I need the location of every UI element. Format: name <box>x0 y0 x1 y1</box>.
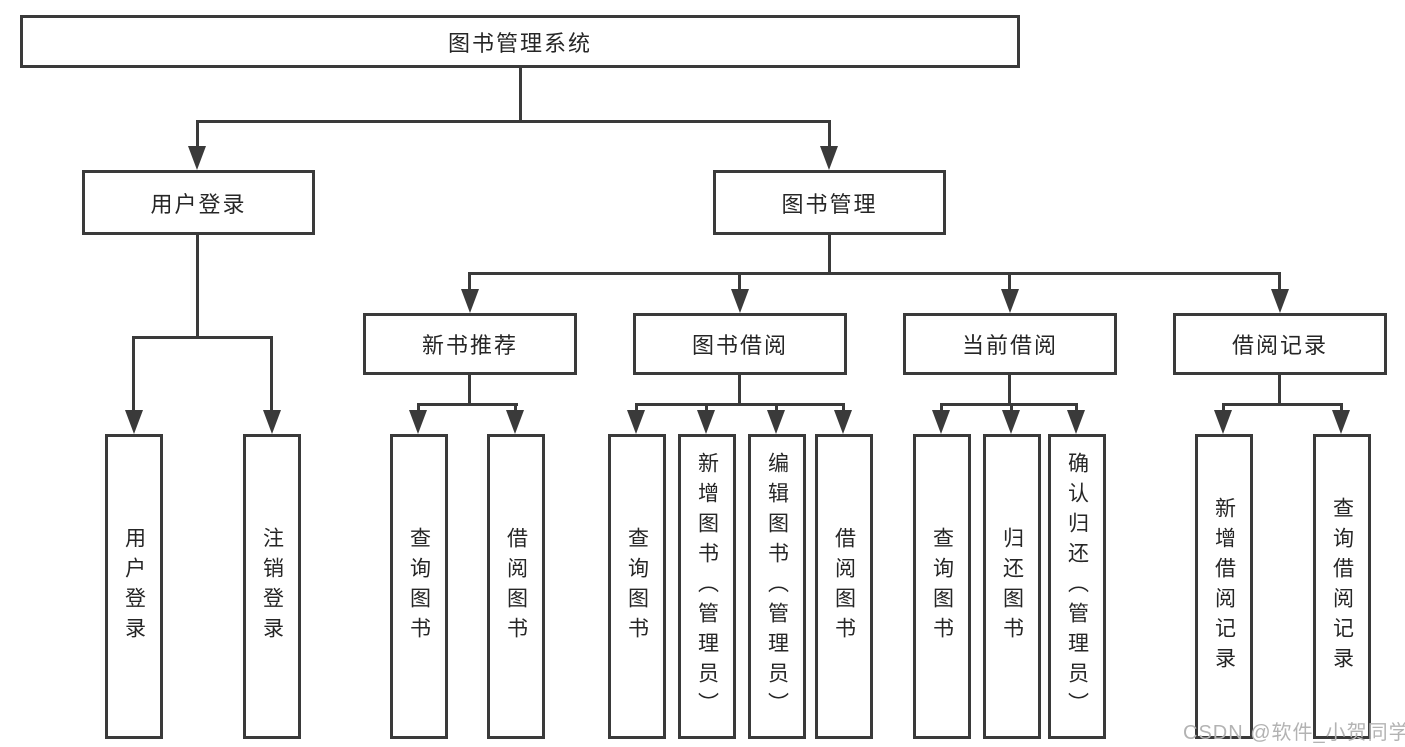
leaf-label: 查询图书 <box>407 526 431 647</box>
connector-drop-leaf-logout <box>270 336 273 412</box>
arrow-down-icon <box>125 410 143 434</box>
connector-drop-current-borrow <box>1008 272 1011 292</box>
leaf-borrow-books-recommend: 借阅图书 <box>487 434 545 739</box>
leaf-label: 编辑图书（管理员） <box>765 451 789 722</box>
node-label: 图书管理 <box>781 191 878 217</box>
connector-drop-book-management <box>828 120 831 148</box>
arrow-down-icon <box>932 410 950 434</box>
arrow-down-icon <box>409 410 427 434</box>
connector-new-book-bar <box>417 403 518 406</box>
connector-new-book-stub <box>468 375 471 403</box>
node-borrow-records: 借阅记录 <box>1173 313 1387 375</box>
root-box: 图书管理系统 <box>20 15 1020 68</box>
leaf-add-borrow-record: 新增借阅记录 <box>1195 434 1253 739</box>
connector-book-borrow-stub <box>738 375 741 403</box>
arrow-down-icon <box>506 410 524 434</box>
arrow-down-icon <box>767 410 785 434</box>
connector-level3-bar <box>468 272 1281 275</box>
node-label: 新书推荐 <box>421 333 518 358</box>
arrow-down-icon <box>731 289 749 313</box>
connector-drop-book-borrow <box>738 272 741 292</box>
arrow-down-icon <box>461 289 479 313</box>
connector-drop-leaf <box>514 403 517 412</box>
connector-drop-new-book <box>468 272 471 292</box>
arrow-down-icon <box>263 410 281 434</box>
leaf-confirm-return-admin: 确认归还（管理员） <box>1048 434 1106 739</box>
node-book-management: 图书管理 <box>713 170 946 235</box>
leaf-label: 新增借阅记录 <box>1212 496 1236 677</box>
arrow-down-icon <box>820 146 838 170</box>
connector-root-stub <box>519 68 522 120</box>
connector-drop-leaf <box>1075 403 1078 412</box>
leaf-borrow-books: 借阅图书 <box>815 434 873 739</box>
arrow-down-icon <box>627 410 645 434</box>
arrow-down-icon <box>697 410 715 434</box>
node-label: 当前借阅 <box>961 333 1058 358</box>
leaf-return-book: 归还图书 <box>983 434 1041 739</box>
connector-borrow-records-stub <box>1278 375 1281 403</box>
connector-book-management-stub <box>828 235 831 272</box>
connector-drop-leaf <box>1010 403 1013 412</box>
leaf-query-books-recommend: 查询图书 <box>390 434 448 739</box>
connector-borrow-records-bar <box>1222 403 1343 406</box>
leaf-query-books-current: 查询图书 <box>913 434 971 739</box>
leaf-label: 借阅图书 <box>832 526 856 647</box>
arrow-down-icon <box>188 146 206 170</box>
leaf-label: 新增图书（管理员） <box>695 451 719 722</box>
connector-current-borrow-bar <box>940 403 1077 406</box>
leaf-label: 查询图书 <box>930 526 954 647</box>
leaf-query-books-borrow: 查询图书 <box>608 434 666 739</box>
connector-user-login-stub <box>196 235 199 336</box>
leaf-add-book-admin: 新增图书（管理员） <box>678 434 736 739</box>
arrow-down-icon <box>834 410 852 434</box>
leaf-logout: 注销登录 <box>243 434 301 739</box>
connector-drop-leaf <box>1222 403 1225 412</box>
connector-drop-leaf <box>775 403 778 412</box>
leaf-edit-book-admin: 编辑图书（管理员） <box>748 434 806 739</box>
leaf-label: 借阅图书 <box>504 526 528 647</box>
node-current-borrow: 当前借阅 <box>903 313 1117 375</box>
connector-drop-leaf <box>940 403 943 412</box>
connector-drop-leaf <box>1340 403 1343 412</box>
connector-drop-leaf <box>705 403 708 412</box>
leaf-label: 查询图书 <box>625 526 649 647</box>
connector-current-borrow-stub <box>1008 375 1011 403</box>
leaf-user-login: 用户登录 <box>105 434 163 739</box>
connector-drop-leaf-user-login <box>132 336 135 412</box>
node-label: 借阅记录 <box>1231 333 1328 358</box>
connector-drop-user-login <box>196 120 199 148</box>
connector-drop-leaf <box>417 403 420 412</box>
leaf-label: 查询借阅记录 <box>1330 496 1354 677</box>
connector-drop-leaf <box>635 403 638 412</box>
connector-drop-borrow-records <box>1278 272 1281 292</box>
arrow-down-icon <box>1271 289 1289 313</box>
leaf-label: 归还图书 <box>1000 526 1024 647</box>
arrow-down-icon <box>1067 410 1085 434</box>
node-book-borrow: 图书借阅 <box>633 313 847 375</box>
leaf-label: 确认归还（管理员） <box>1065 451 1089 722</box>
arrow-down-icon <box>1332 410 1350 434</box>
leaf-query-borrow-record: 查询借阅记录 <box>1313 434 1371 739</box>
csdn-watermark: CSDN @软件_小贺同学 <box>1183 722 1405 744</box>
node-user-login: 用户登录 <box>82 170 315 235</box>
arrow-down-icon <box>1002 410 1020 434</box>
root-label: 图书管理系统 <box>447 30 592 56</box>
leaf-label: 注销登录 <box>260 526 284 647</box>
node-new-book-recommend: 新书推荐 <box>363 313 577 375</box>
connector-drop-leaf <box>842 403 845 412</box>
node-label: 用户登录 <box>150 191 247 217</box>
connector-book-borrow-bar <box>635 403 844 406</box>
node-label: 图书借阅 <box>691 333 788 358</box>
leaf-label: 用户登录 <box>122 526 146 647</box>
connector-user-login-bar <box>132 336 273 339</box>
arrow-down-icon <box>1214 410 1232 434</box>
connector-root-bar <box>196 120 831 123</box>
arrow-down-icon <box>1001 289 1019 313</box>
